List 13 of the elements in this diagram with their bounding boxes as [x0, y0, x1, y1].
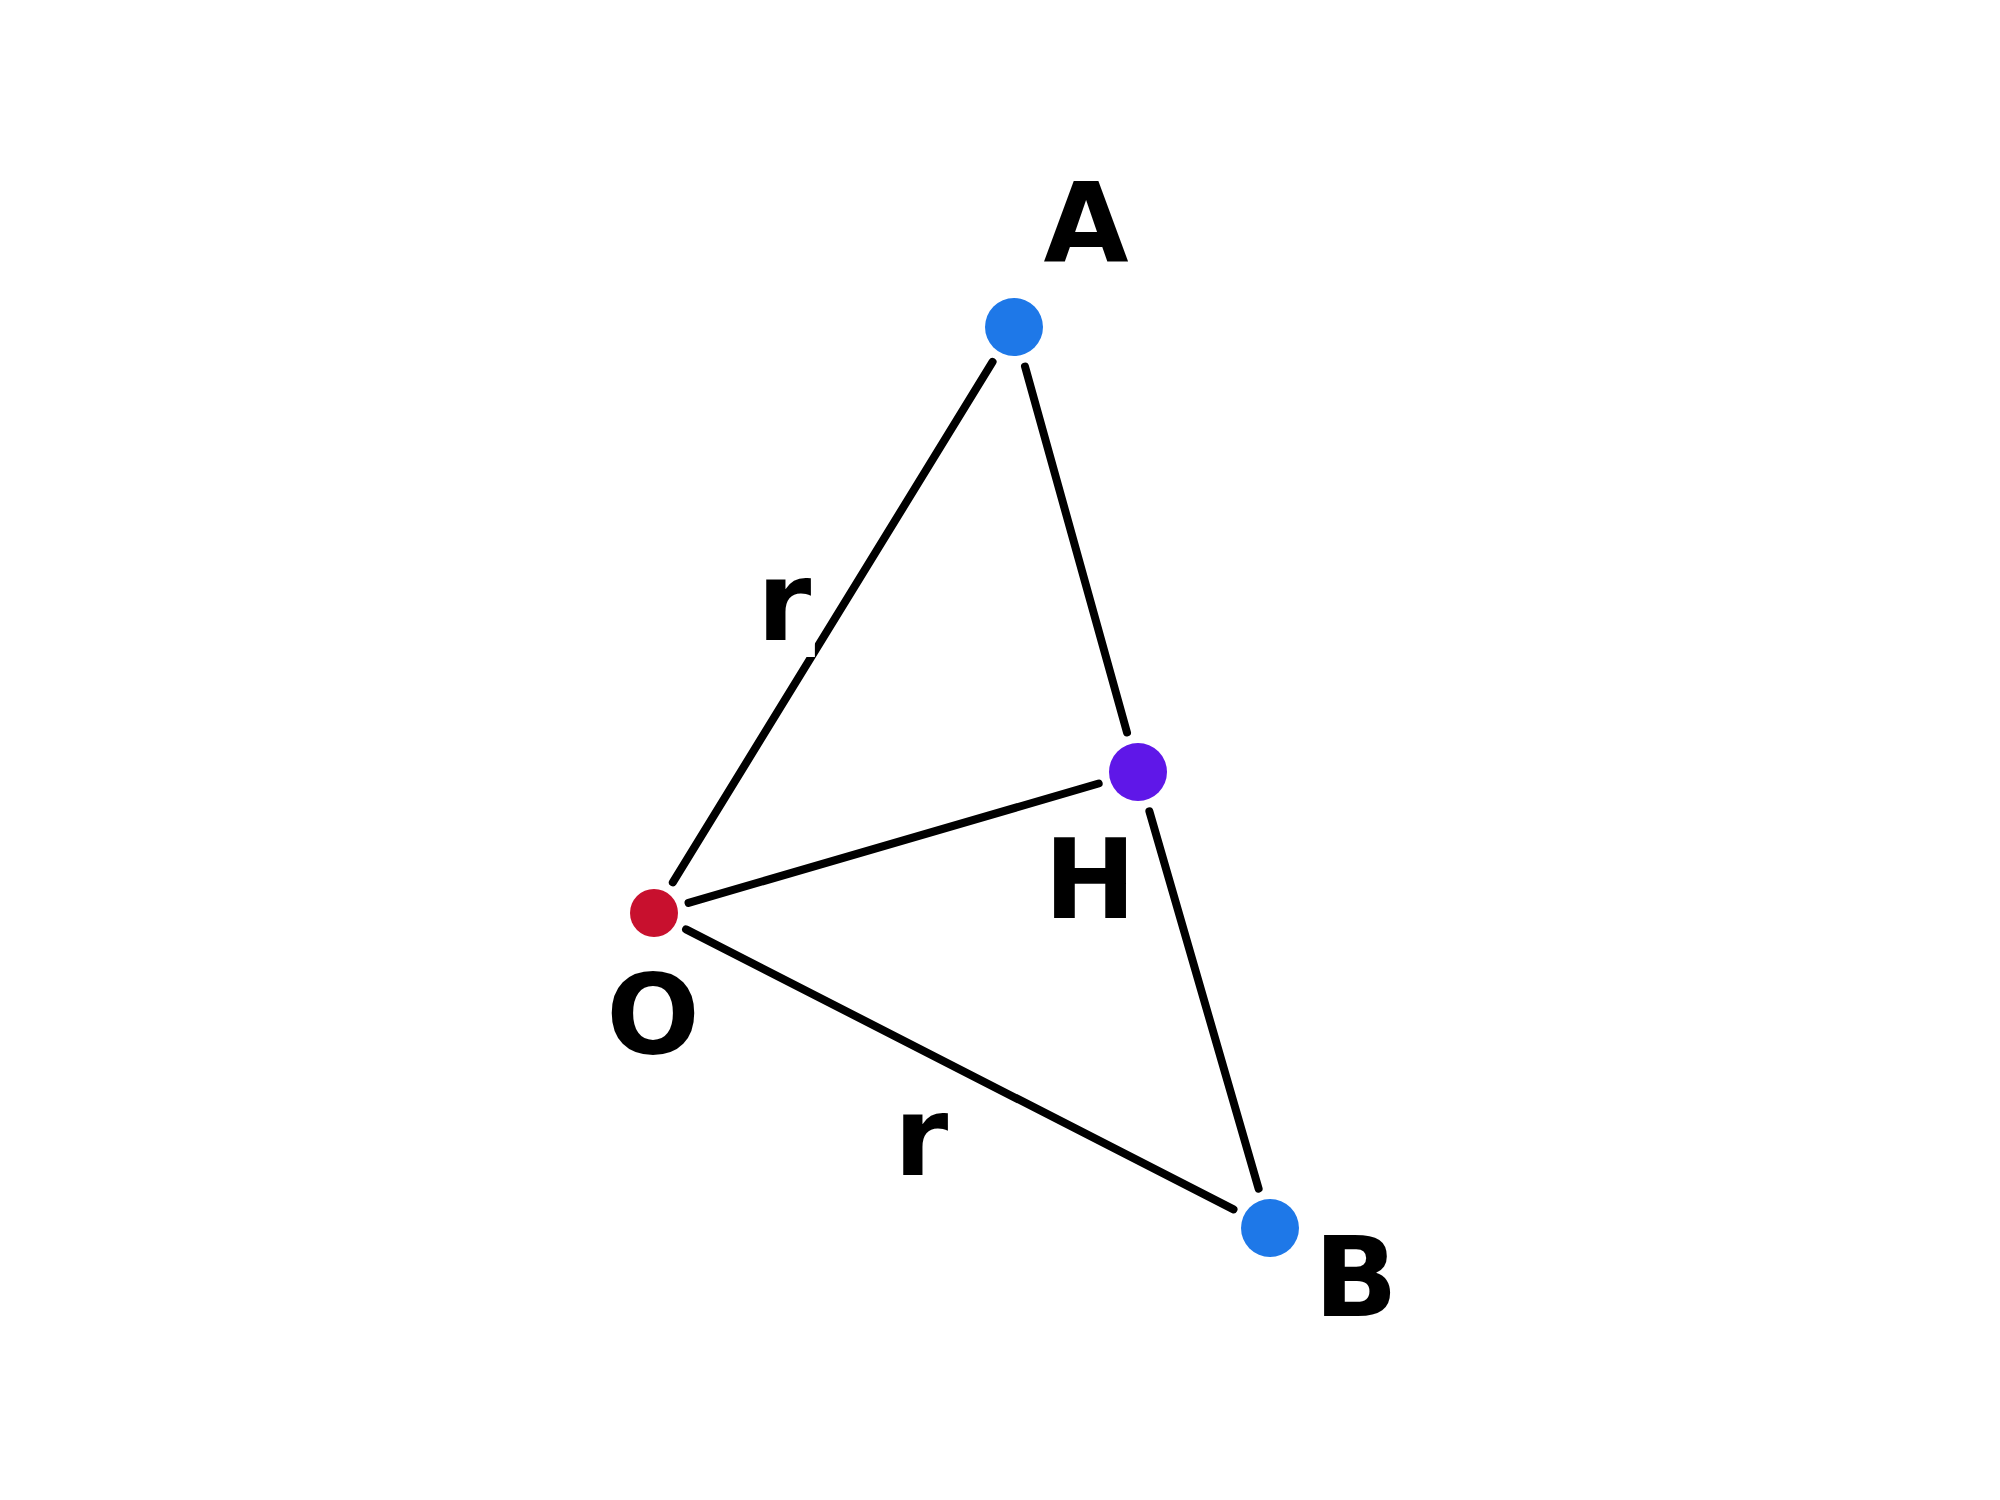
line-segment: [684, 779, 1103, 907]
line-segment: [668, 357, 997, 887]
point-dot: [1109, 743, 1167, 801]
point-label: O: [606, 960, 700, 1070]
point-dot: [630, 889, 678, 937]
point-dot: [1241, 1199, 1299, 1257]
line-segment: [1145, 807, 1263, 1193]
point-label: A: [1043, 169, 1129, 279]
line-segment: [1021, 362, 1131, 737]
point-label: H: [1043, 825, 1137, 935]
point-dot: [985, 298, 1043, 356]
point-label: B: [1314, 1223, 1398, 1333]
line-segment: [682, 925, 1238, 1214]
